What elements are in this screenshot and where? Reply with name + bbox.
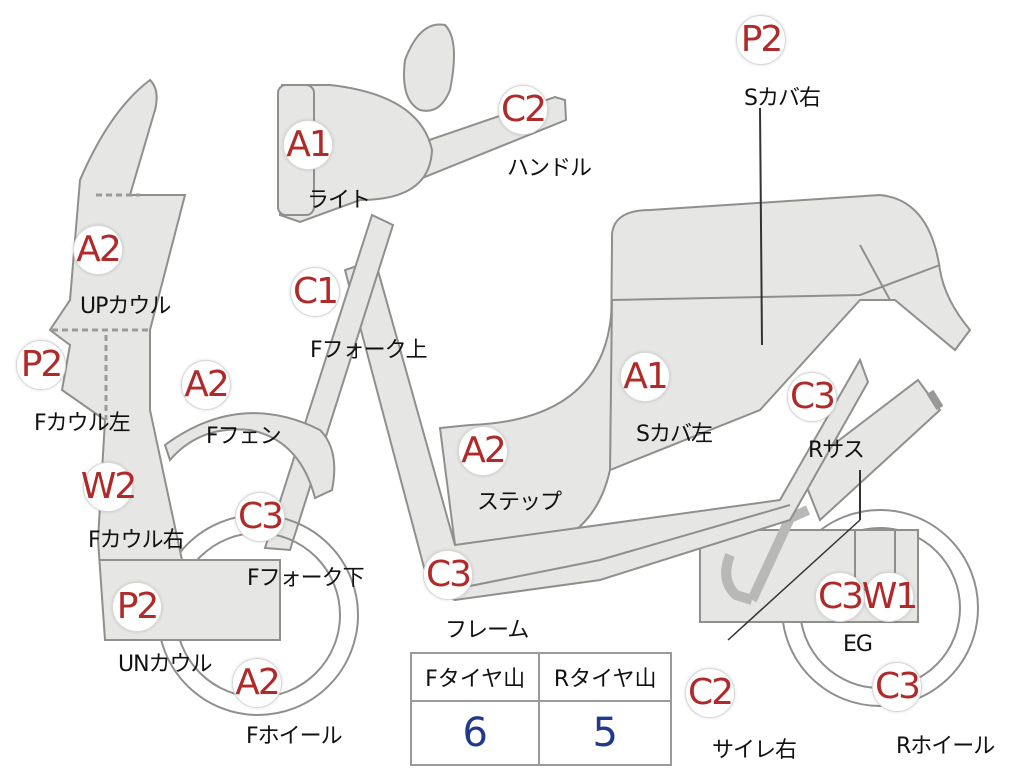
f-cowl-right-label: Fカウル右 — [88, 528, 185, 553]
f-fork-upper-label: Fフォーク上 — [310, 338, 428, 363]
front-fender-shape — [163, 412, 336, 500]
f-fork-upper-grade: C1 — [290, 267, 340, 317]
handle-label: ハンドル — [507, 156, 592, 181]
eg-grade-2: W1 — [862, 572, 918, 622]
rear-tread-header: Rタイヤ山 — [538, 652, 672, 702]
front-cowl-shape — [48, 78, 281, 641]
headlight-shape — [278, 84, 434, 224]
light-label: ライト — [307, 188, 371, 213]
f-fender-label: Fフェン — [206, 424, 282, 449]
s-cover-right-leader — [759, 107, 763, 346]
front-tread-header: Fタイヤ山 — [409, 652, 541, 702]
f-wheel-grade: A2 — [232, 658, 282, 708]
s-cover-left-label: Sカバ左 — [636, 422, 713, 447]
f-cowl-left-label: Fカウル左 — [34, 411, 131, 436]
f-cowl-left-grade: P2 — [16, 340, 66, 390]
s-cover-right-grade: P2 — [736, 15, 786, 65]
eg-grade: C3 — [815, 572, 865, 622]
muffler-right-label: サイレ右 — [712, 738, 797, 763]
step-label: ステップ — [477, 490, 562, 515]
muffler-leader — [727, 519, 861, 641]
light-grade: A1 — [283, 120, 333, 170]
seat-cover-shape — [608, 193, 972, 472]
frame-label: フレーム — [445, 618, 529, 643]
up-cowl-grade: A2 — [73, 225, 123, 275]
step-floor-shape — [438, 299, 613, 557]
front-tread-value: 6 — [409, 700, 541, 766]
frame-grade: C3 — [423, 550, 473, 600]
f-wheel-label: Fホイール — [246, 724, 343, 749]
f-fender-grade: A2 — [181, 360, 231, 410]
r-wheel-grade: C3 — [872, 662, 922, 712]
tire-tread-table: Fタイヤ山 Rタイヤ山 6 5 — [409, 652, 672, 766]
r-suspension-grade: C3 — [787, 372, 837, 422]
rear-tread-value: 5 — [538, 700, 672, 766]
up-cowl-label: UPカウル — [80, 294, 171, 319]
un-cowl-grade: P2 — [112, 582, 162, 632]
f-cowl-right-grade: W2 — [81, 462, 137, 512]
s-cover-right-label: Sカバ右 — [744, 86, 821, 111]
step-grade: A2 — [458, 426, 508, 476]
muffler-right-grade: C2 — [685, 668, 735, 718]
r-suspension-label: Rサス — [808, 438, 865, 463]
r-wheel-label: Rホイール — [896, 734, 995, 759]
f-fork-lower-grade: C3 — [235, 492, 285, 542]
un-cowl-label: UNカウル — [118, 652, 213, 677]
mirror-shape — [403, 23, 455, 112]
f-fork-lower-label: Fフォーク下 — [247, 566, 365, 591]
eg-label: EG — [843, 632, 873, 657]
frame-shape — [343, 258, 870, 602]
handle-grade: C2 — [498, 85, 548, 135]
front-fork-shape — [263, 213, 395, 552]
rear-suspension-shape — [798, 378, 942, 522]
exhaust-pipe-shape — [721, 553, 754, 605]
s-cover-left-grade: A1 — [620, 352, 670, 402]
